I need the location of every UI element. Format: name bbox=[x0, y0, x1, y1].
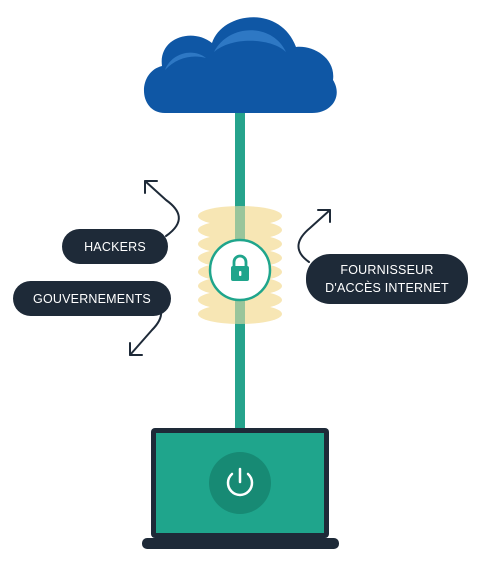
lock-icon bbox=[208, 238, 272, 302]
hackers-arrow-icon bbox=[144, 180, 180, 237]
hackers-label-text: HACKERS bbox=[84, 239, 146, 254]
isp-label: FOURNISSEUR D'ACCÈS INTERNET bbox=[306, 254, 468, 304]
governments-label: GOUVERNEMENTS bbox=[13, 281, 171, 316]
power-icon[interactable] bbox=[209, 452, 271, 514]
cloud-icon bbox=[143, 17, 337, 114]
isp-label-line1: FOURNISSEUR bbox=[340, 263, 434, 277]
isp-label-line2: D'ACCÈS INTERNET bbox=[325, 281, 449, 295]
isp-arrow-icon bbox=[297, 209, 331, 263]
governments-label-text: GOUVERNEMENTS bbox=[33, 291, 151, 306]
hackers-label: HACKERS bbox=[62, 229, 168, 264]
